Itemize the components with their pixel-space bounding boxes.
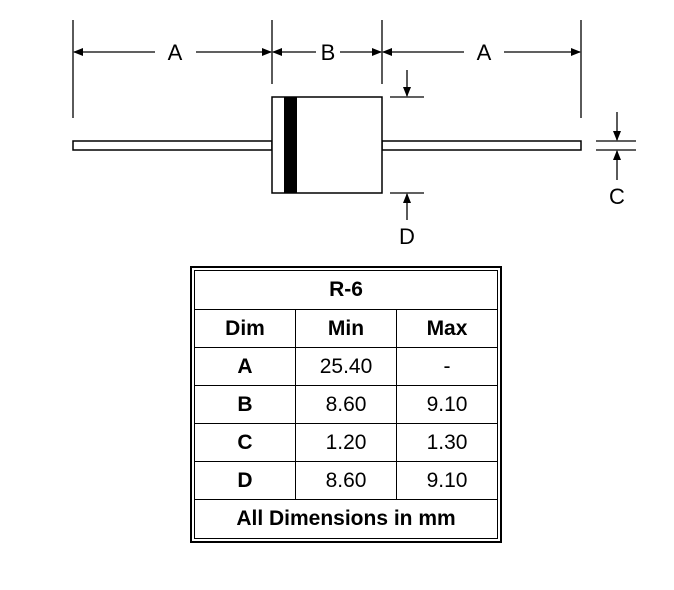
- dimensions-table: R-6 Dim Min Max A 25.40 - B 8.60 9.10 C …: [194, 270, 498, 539]
- row-dim: A: [194, 347, 296, 386]
- row-dim: C: [194, 423, 296, 462]
- table-row: D 8.60 9.10: [194, 461, 498, 500]
- row-min: 8.60: [295, 385, 397, 424]
- dim-d-label: D: [399, 224, 415, 249]
- header-dim: Dim: [194, 309, 296, 348]
- row-min: 25.40: [295, 347, 397, 386]
- table-row: B 8.60 9.10: [194, 385, 498, 424]
- dim-a-right-label: A: [477, 40, 492, 65]
- package-title: R-6: [194, 270, 498, 310]
- diode-outline-drawing: A B A D C: [72, 20, 636, 249]
- table-footer-row: All Dimensions in mm: [194, 499, 498, 539]
- table-header-row: Dim Min Max: [194, 309, 498, 348]
- table-row: C 1.20 1.30: [194, 423, 498, 462]
- row-max: 9.10: [396, 461, 498, 500]
- dim-b-label: B: [321, 40, 336, 65]
- table-title-row: R-6: [194, 270, 498, 310]
- row-max: -: [396, 347, 498, 386]
- header-max: Max: [396, 309, 498, 348]
- left-lead: [72, 140, 273, 151]
- dim-c-label: C: [609, 184, 625, 209]
- row-min: 1.20: [295, 423, 397, 462]
- header-min: Min: [295, 309, 397, 348]
- units-note: All Dimensions in mm: [194, 499, 498, 539]
- row-dim: B: [194, 385, 296, 424]
- row-max: 9.10: [396, 385, 498, 424]
- dim-a-left-label: A: [168, 40, 183, 65]
- row-dim: D: [194, 461, 296, 500]
- dimensions-table-frame: R-6 Dim Min Max A 25.40 - B 8.60 9.10 C …: [190, 266, 502, 543]
- row-min: 8.60: [295, 461, 397, 500]
- table-row: A 25.40 -: [194, 347, 498, 386]
- right-lead: [381, 140, 582, 151]
- cathode-band: [284, 97, 297, 193]
- row-max: 1.30: [396, 423, 498, 462]
